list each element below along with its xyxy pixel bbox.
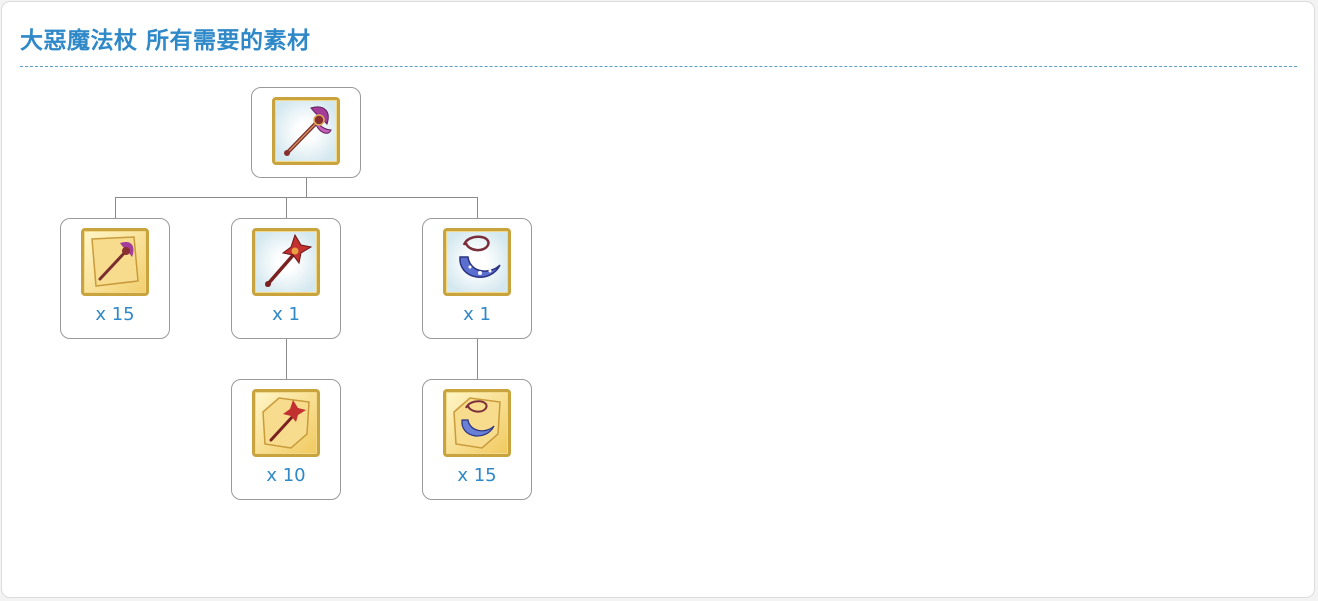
root-item-card[interactable]	[251, 87, 361, 178]
crescent-amulet-icon	[443, 228, 511, 296]
title-divider	[20, 66, 1297, 67]
quantity-label: x 1	[463, 304, 491, 325]
demon-staff-icon	[272, 97, 340, 165]
red-scepter-icon	[252, 228, 320, 296]
material-card[interactable]: x 10	[231, 379, 341, 500]
page-title: 大惡魔法杖 所有需要的素材	[20, 28, 311, 54]
tree-connector	[286, 339, 287, 380]
material-card[interactable]: x 1	[422, 218, 532, 339]
material-card[interactable]: x 1	[231, 218, 341, 339]
tree-connector	[286, 197, 287, 219]
quantity-label: x 15	[457, 465, 497, 486]
demon-staff-memory-piece-icon	[81, 228, 149, 296]
quantity-label: x 10	[266, 465, 306, 486]
tree-connector	[477, 339, 478, 380]
tree-connector	[306, 178, 307, 197]
red-scepter-blueprint-icon	[252, 389, 320, 457]
material-card[interactable]: x 15	[422, 379, 532, 500]
tree-connector	[115, 197, 116, 219]
material-card[interactable]: x 15	[60, 218, 170, 339]
quantity-label: x 1	[272, 304, 300, 325]
tree-connector	[477, 197, 478, 219]
crescent-amulet-blueprint-icon	[443, 389, 511, 457]
tree-connector	[115, 197, 478, 198]
quantity-label: x 15	[95, 304, 135, 325]
